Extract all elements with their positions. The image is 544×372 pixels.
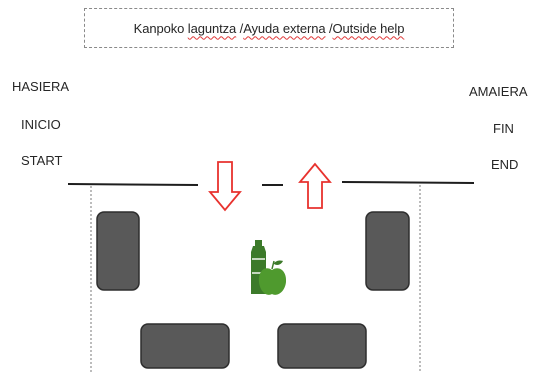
start-label-basque: HASIERA xyxy=(12,79,70,94)
outside-help-box: Kanpoko laguntza /Ayuda externa /Outside… xyxy=(84,8,454,48)
start-label-english: START xyxy=(21,153,63,168)
end-label-spanish: FIN xyxy=(493,121,514,136)
outside-help-part-1: Kanpoko xyxy=(133,20,188,36)
outside-help-part-6: Outside help xyxy=(332,20,405,36)
outside-help-part-3: / xyxy=(236,20,244,36)
end-line xyxy=(341,181,475,184)
seat-bottom-left xyxy=(140,323,230,369)
end-label-basque: AMAIERA xyxy=(469,84,528,99)
bottle-and-apple-icon xyxy=(251,240,287,295)
seat-bottom-right xyxy=(277,323,367,369)
end-label-english: END xyxy=(491,157,519,172)
outside-help-part-5: / xyxy=(325,20,333,36)
start-label-spanish: INICIO xyxy=(21,117,61,132)
seat-left xyxy=(96,211,140,291)
seat-right xyxy=(365,211,410,291)
outside-help-part-2: laguntza xyxy=(187,20,237,36)
start-line xyxy=(67,183,199,186)
down-arrow-icon xyxy=(208,161,242,212)
outside-help-part-4: Ayuda externa xyxy=(243,20,326,36)
up-arrow-icon xyxy=(298,162,332,209)
